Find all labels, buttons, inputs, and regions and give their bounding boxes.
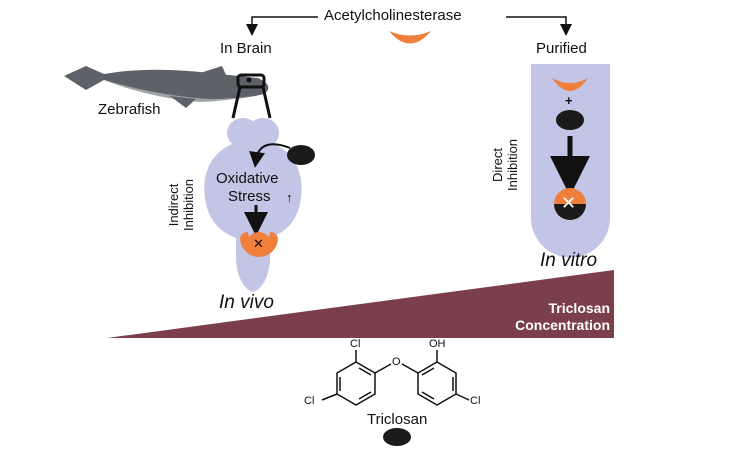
zebrafish-icon — [64, 66, 269, 108]
in-vitro-label: In vitro — [540, 250, 598, 271]
zebrafish-label: Zebrafish — [98, 101, 161, 118]
cl-right-label: Cl — [470, 395, 481, 407]
triclosan-dot-brain — [287, 145, 315, 165]
enzyme-icon-tube — [552, 78, 588, 91]
brain-shape — [204, 118, 302, 292]
in-brain-label: In Brain — [220, 40, 272, 57]
brain-callout — [231, 73, 272, 119]
inhibited-enzyme-tube — [554, 188, 586, 220]
cl-left-label: Cl — [304, 395, 315, 407]
purified-label: Purified — [536, 40, 587, 57]
enzyme-icon — [389, 31, 431, 44]
oxidative-label: Oxidative — [216, 170, 279, 187]
stress-label: Stress — [228, 188, 271, 205]
top-bracket-arrows — [246, 16, 572, 36]
cl-top-label: Cl — [350, 338, 361, 350]
curved-arrow — [249, 143, 291, 168]
enzyme-title: Acetylcholinesterase — [324, 7, 462, 24]
triclosan-structure — [321, 350, 470, 406]
oh-label: OH — [429, 338, 446, 350]
in-vivo-label: In vivo — [219, 292, 274, 313]
triclosan-label: Triclosan — [367, 411, 428, 428]
triclosan-legend-dot — [383, 428, 411, 446]
brain-x-mark: ✕ — [253, 236, 264, 251]
tube-x-mark: ✕ — [561, 193, 577, 213]
oxygen-label: O — [392, 356, 401, 368]
inhibited-enzyme-brain — [240, 232, 278, 257]
tube-plus-sign: + — [565, 93, 573, 108]
concentration-wedge — [107, 270, 614, 338]
stress-up-arrow: ↑ — [286, 190, 293, 205]
triclosan-dot-tube — [556, 110, 584, 130]
